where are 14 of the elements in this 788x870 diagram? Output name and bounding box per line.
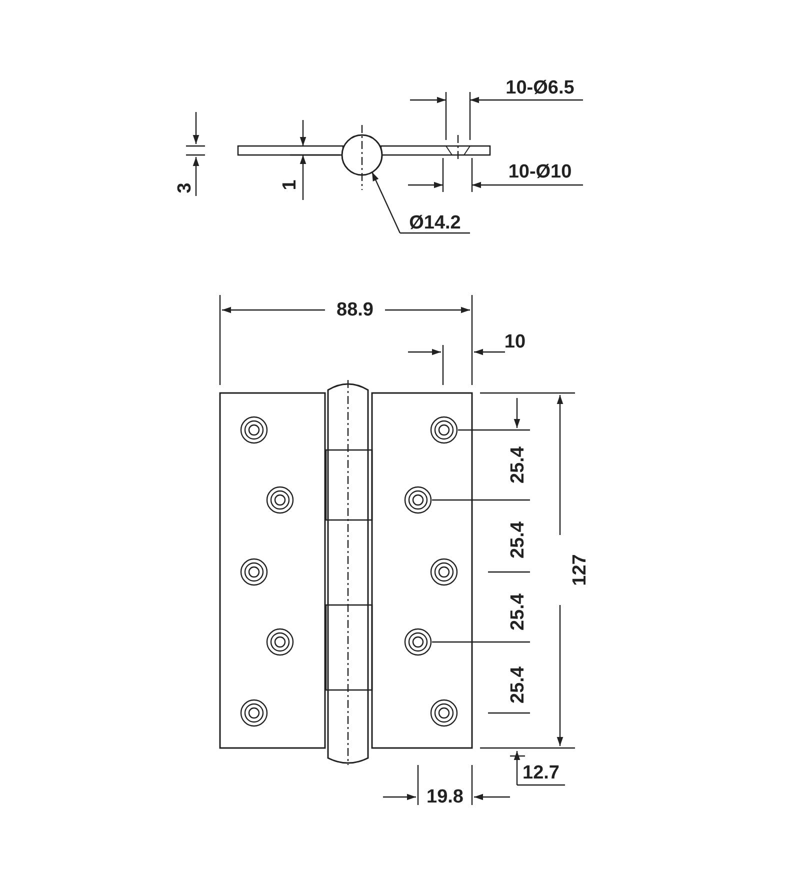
- dimension-label: 3: [176, 182, 194, 194]
- dimension-label: 1: [280, 180, 300, 190]
- dimension-label: 88.9: [336, 300, 374, 320]
- dimension-label: 25.4: [508, 666, 528, 704]
- dimension-label: 10: [504, 332, 526, 352]
- dimension-label: 25.4: [508, 594, 528, 630]
- dimension-label: 25.4: [508, 522, 528, 558]
- dimension-label: 19.8: [426, 788, 464, 806]
- dimension-label: 12.7: [522, 764, 560, 782]
- dimension-label: 127: [570, 554, 590, 586]
- dimension-label: 25.4: [508, 446, 528, 484]
- dimension-label: Ø14.2: [409, 214, 461, 232]
- dimension-label: 10-Ø10: [508, 162, 572, 182]
- dimension-label: 10-Ø6.5: [506, 78, 574, 98]
